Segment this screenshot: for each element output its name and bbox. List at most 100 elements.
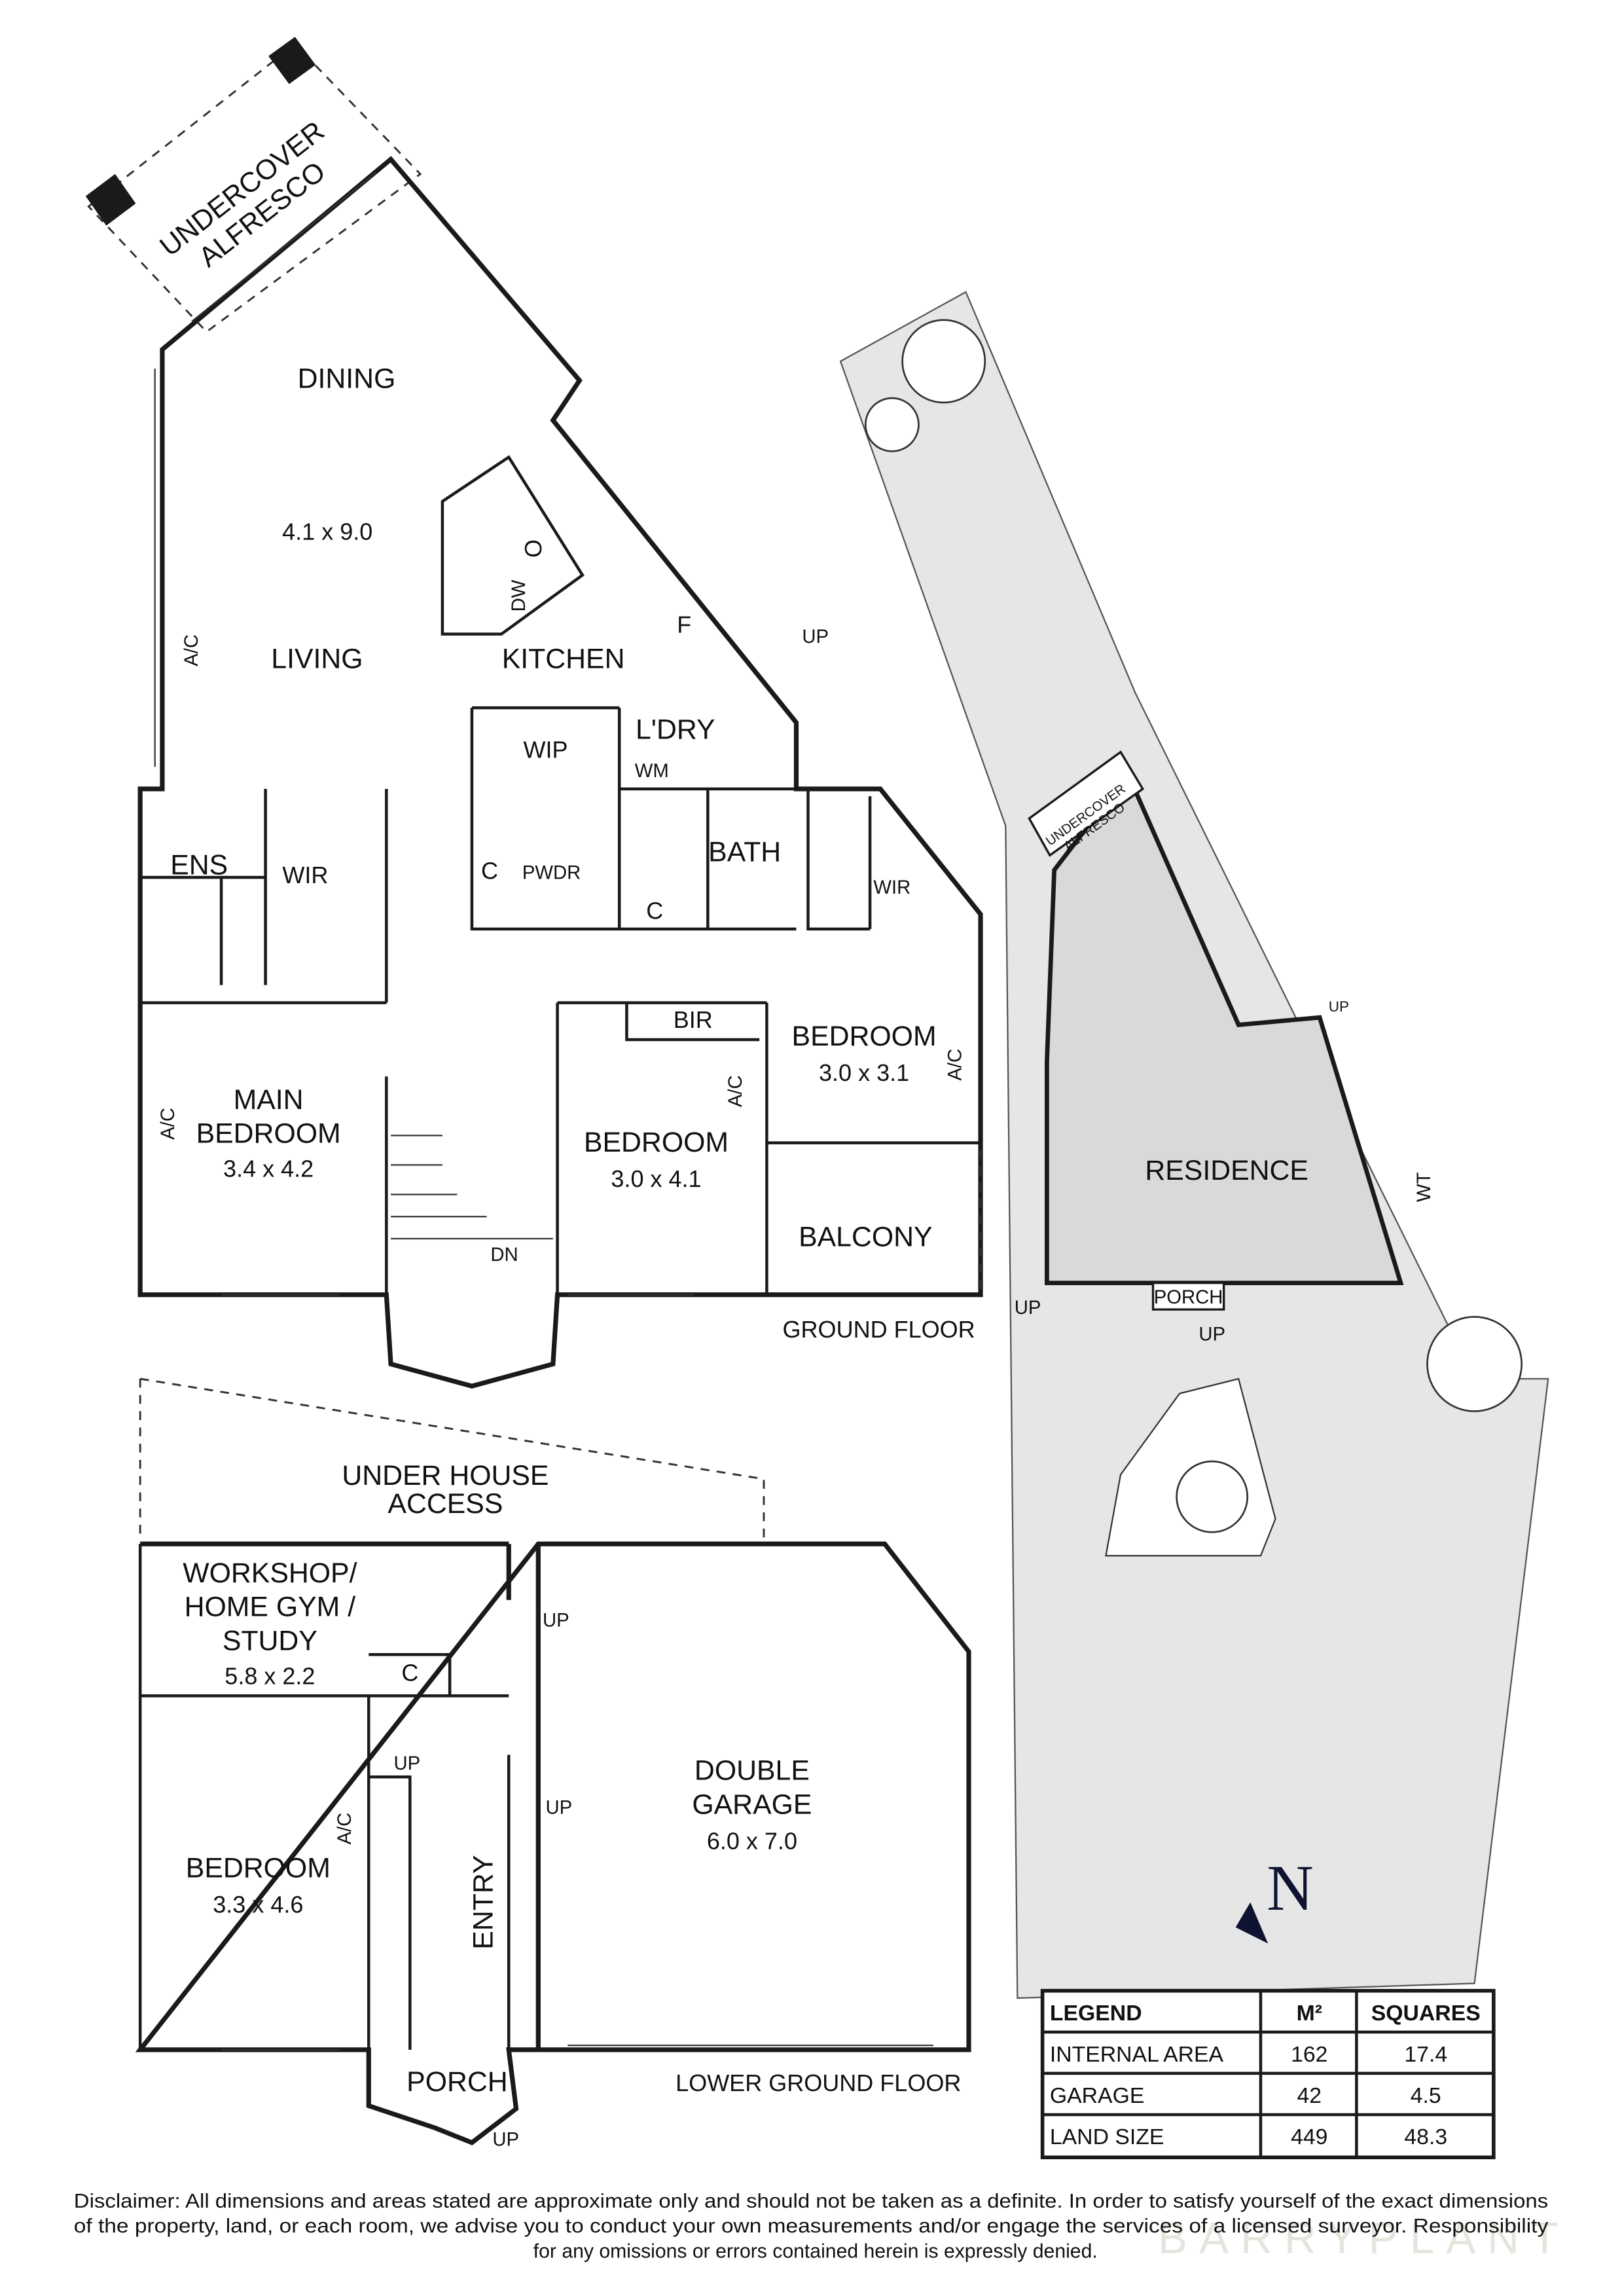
living-dining-dimensions: 4.1 x 9.0 (282, 518, 372, 545)
workshop-label: STUDY (223, 1625, 317, 1656)
ground-floor-plan: UNDERCOVERALFRESCO DINING 4.1 x 9.0 LIVI… (85, 37, 983, 1389)
garage-label: GARAGE (692, 1789, 812, 1820)
under-house-access-outline (139, 1377, 765, 1541)
bir-label: BIR (674, 1006, 713, 1033)
alfresco-post (85, 173, 136, 226)
bedroom-dimensions: 3.3 x 4.6 (213, 1891, 303, 1918)
legend-row-squares: 48.3 (1404, 2124, 1447, 2149)
svg-text:UNDERCOVERALFRESCO: UNDERCOVERALFRESCO (154, 115, 350, 288)
watermark: BARRYPLANT (1158, 2214, 1570, 2263)
alfresco-area (87, 43, 422, 333)
ac-label: A/C (725, 1075, 746, 1107)
main-bedroom-label: BEDROOM (196, 1118, 341, 1150)
ac-label: A/C (945, 1049, 966, 1081)
legend-row-label: INTERNAL AREA (1050, 2042, 1224, 2067)
fridge-label: F (677, 611, 691, 638)
laundry-label: L'DRY (636, 714, 715, 745)
entry-label: ENTRY (467, 1855, 499, 1949)
lower-ground-floor-title: LOWER GROUND FLOOR (676, 2069, 961, 2096)
bedroom-label: BEDROOM (584, 1127, 729, 1158)
site-porch-label: PORCH (1154, 1286, 1223, 1308)
wir-label: WIR (873, 877, 910, 898)
workshop-label: HOME GYM / (185, 1592, 356, 1623)
legend-table: LEGEND M² SQUARES INTERNAL AREA 162 17.4… (1040, 1988, 1496, 2160)
bedroom-dimensions: 3.0 x 3.1 (819, 1059, 909, 1086)
north-label: N (1267, 1853, 1314, 1924)
legend-row-squares: 17.4 (1404, 2042, 1447, 2067)
dining-label: DINING (298, 363, 396, 394)
disclaimer: Disclaimer: All dimensions and areas sta… (74, 2191, 1549, 2263)
legend-row-label: LAND SIZE (1050, 2124, 1164, 2149)
site-up-label: UP (1329, 998, 1349, 1015)
garage-label: DOUBLE (694, 1755, 810, 1787)
stairs-up-label: UP (546, 1796, 573, 1818)
tree-icon (1176, 1460, 1249, 1533)
disclaimer-line: Disclaimer: All dimensions and areas sta… (74, 2191, 1548, 2212)
legend-row-squares: 4.5 (1411, 2083, 1441, 2108)
bedroom-label: BEDROOM (186, 1852, 331, 1884)
stairs-up-label: UP (492, 2128, 519, 2150)
stairs-up-label: UP (802, 626, 829, 647)
workshop-label: WORKSHOP/ (183, 1558, 357, 1589)
ac-label: A/C (157, 1108, 179, 1140)
kitchen-label: KITCHEN (502, 643, 625, 674)
water-tank-label: WT (1413, 1172, 1435, 1202)
cupboard-label: C (481, 857, 498, 884)
tree-icon (1426, 1316, 1523, 1412)
dishwasher-label: DW (508, 579, 530, 611)
oven-label: O (520, 539, 547, 558)
workshop-dimensions: 5.8 x 2.2 (225, 1662, 315, 1689)
alfresco-post (268, 37, 316, 84)
legend-row-label: GARAGE (1050, 2083, 1144, 2108)
bedroom-dimensions: 3.0 x 4.1 (611, 1165, 701, 1192)
legend-row-m2: 449 (1291, 2124, 1327, 2149)
svg-text:WORKSHOP/HOME GYM /STUDY: WORKSHOP/HOME GYM /STUDY (183, 1558, 357, 1657)
legend-header: SQUARES (1371, 2001, 1481, 2026)
ac-label: A/C (181, 634, 202, 666)
disclaimer-line: for any omissions or errors contained he… (533, 2240, 1098, 2262)
site-plan: UNDERCOVERALFRESCO UP RESIDENCE WT UP PO… (839, 291, 1549, 1999)
site-alfresco (1028, 750, 1145, 857)
stairs-up-label: UP (394, 1753, 421, 1774)
main-bedroom-dimensions: 3.4 x 4.2 (223, 1155, 314, 1182)
garage-dimensions: 6.0 x 7.0 (707, 1828, 797, 1855)
living-label: LIVING (271, 643, 363, 674)
ground-floor-outline (137, 156, 983, 1389)
legend-row-m2: 162 (1291, 2042, 1327, 2067)
tree-icon (864, 397, 920, 452)
residence-label: RESIDENCE (1145, 1155, 1308, 1186)
ensuite-label: ENS (170, 850, 228, 881)
wip-label: WIP (524, 737, 568, 763)
lower-ground-outline (135, 1541, 971, 2145)
site-up-label: UP (1198, 1323, 1225, 1345)
disclaimer-line: of the property, land, or each room, we … (74, 2215, 1549, 2237)
cupboard-label: C (646, 897, 663, 924)
legend-row-m2: 42 (1297, 2083, 1322, 2108)
powder-room-label: PWDR (522, 862, 581, 883)
main-bedroom-label: MAIN (234, 1084, 304, 1116)
bath-label: BATH (708, 836, 781, 867)
residence-footprint (1045, 769, 1404, 1285)
bedroom-label: BEDROOM (792, 1021, 937, 1052)
tree-icon (901, 319, 986, 404)
ac-label: A/C (334, 1813, 355, 1845)
wir-label: WIR (282, 862, 328, 888)
cupboard-label: C (401, 1660, 418, 1686)
legend-header: M² (1297, 2001, 1322, 2026)
under-house-access-label: ACCESS (387, 1488, 503, 1520)
washing-machine-label: WM (635, 760, 669, 782)
ground-floor-title: GROUND FLOOR (783, 1316, 975, 1343)
site-up-label: UP (1015, 1297, 1041, 1319)
stairs-up-label: UP (543, 1609, 569, 1631)
north-arrow-icon (1235, 1902, 1269, 1944)
balcony-label: BALCONY (799, 1221, 932, 1252)
porch-label: PORCH (406, 2066, 508, 2098)
north-arrow: N (1235, 1853, 1314, 1944)
under-house-access-label: UNDER HOUSE (342, 1460, 549, 1491)
stairs-down-label: DN (490, 1244, 518, 1266)
